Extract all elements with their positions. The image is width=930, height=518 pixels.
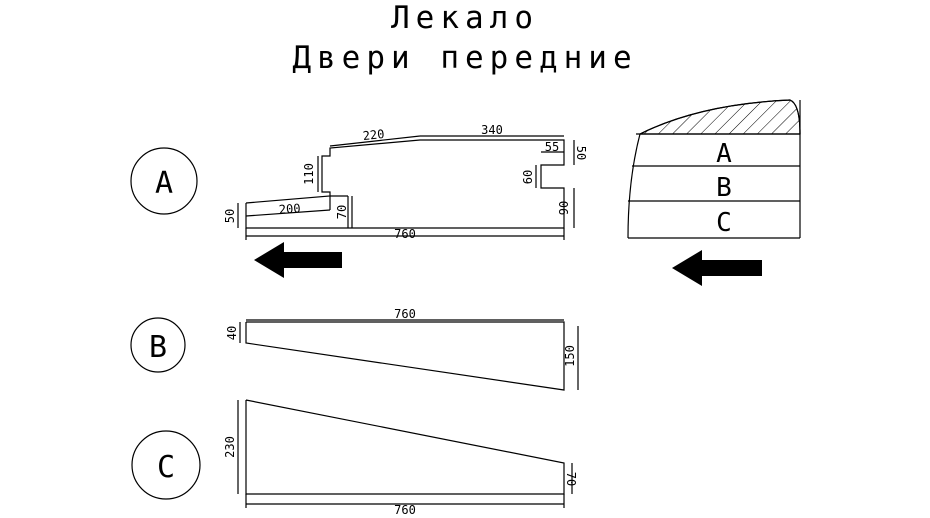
dim-c-760: 760 <box>394 503 416 517</box>
part-a-label: A <box>155 166 173 201</box>
part-b-group <box>130 317 579 391</box>
dim-a-90: 90 <box>557 201 571 215</box>
dim-a-200: 200 <box>278 201 301 216</box>
part-b-circle <box>130 317 186 373</box>
dim-a-55: 55 <box>545 140 559 154</box>
legend-label-c: C <box>716 208 732 238</box>
part-c-circle <box>131 430 201 500</box>
part-b-label: B <box>149 330 167 365</box>
dim-b-760: 760 <box>394 307 416 321</box>
dim-a-70: 70 <box>335 205 349 219</box>
part-a-circle <box>130 147 198 215</box>
part-b-outline <box>245 321 565 391</box>
part-a-outline <box>245 139 565 229</box>
legend-label-b: B <box>716 173 732 203</box>
part-c-group <box>131 399 573 508</box>
legend-hatched-area <box>639 99 801 135</box>
part-a-inner-line <box>245 209 331 217</box>
dim-a-220: 220 <box>362 127 385 143</box>
legend-section <box>627 99 801 239</box>
part-c-label: C <box>157 450 175 485</box>
legend-top-curve <box>639 99 801 135</box>
dim-c-230: 230 <box>223 436 237 458</box>
dim-a-50-right: 50 <box>574 146 588 160</box>
dim-a-220-line <box>329 135 421 147</box>
dim-a-340: 340 <box>481 123 503 137</box>
arrow-left-icon <box>254 242 342 278</box>
dim-b-40: 40 <box>225 326 239 340</box>
arrow-left-icon-legend <box>672 250 762 286</box>
title-line-2: Двери передние <box>292 40 638 76</box>
dim-a-760: 760 <box>394 227 416 241</box>
dim-a-60: 60 <box>521 170 535 184</box>
title-line-1: Лекало <box>391 0 539 36</box>
dim-b-150: 150 <box>563 345 577 367</box>
part-c-outline <box>245 399 565 495</box>
dim-a-110: 110 <box>302 163 316 185</box>
dim-a-50-left: 50 <box>223 209 237 223</box>
part-a-group <box>130 135 575 240</box>
legend-left-edge <box>627 133 641 239</box>
legend-label-a: A <box>716 139 732 169</box>
dim-c-70: 70 <box>564 472 578 486</box>
